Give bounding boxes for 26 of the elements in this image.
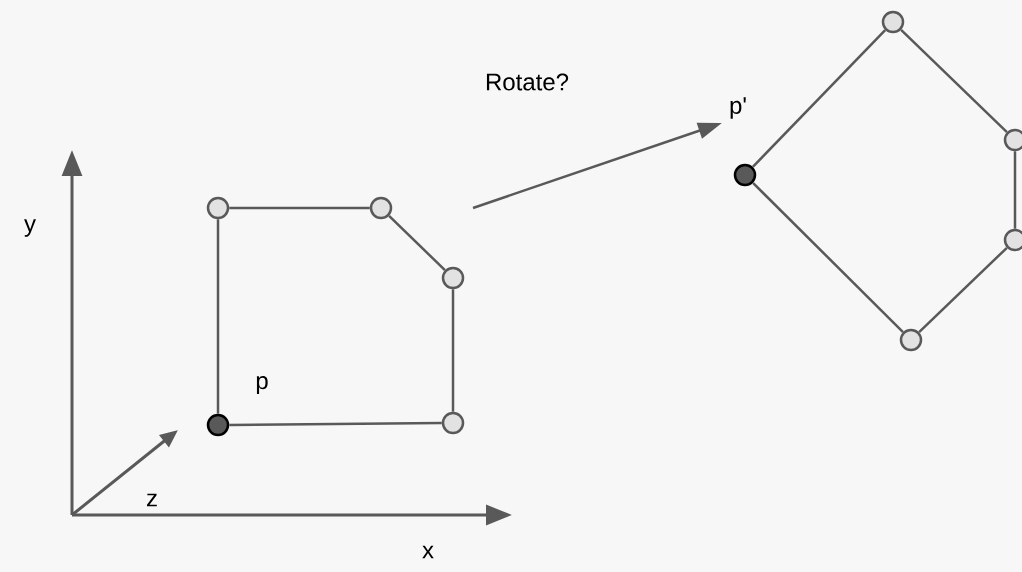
polygon-edge <box>900 28 1008 134</box>
point-label: p' <box>730 97 746 119</box>
polygon-edge <box>216 219 220 414</box>
polygon-edge <box>918 246 1008 334</box>
axis-label: y <box>24 219 36 237</box>
polygon-edge <box>451 289 455 412</box>
vertex-circle <box>206 196 230 220</box>
polygon-edge <box>229 206 370 210</box>
vertex-circle <box>369 196 393 220</box>
polygon-edge <box>1013 151 1017 229</box>
action-label: Rotate? <box>486 73 569 91</box>
axis-label: z <box>147 493 157 507</box>
vertex-circle <box>733 163 757 187</box>
vertex-circle <box>441 266 465 290</box>
vertex-circle <box>1003 228 1022 252</box>
polygon-edge <box>752 182 904 333</box>
polygon-edge <box>229 421 442 427</box>
vertex-circle <box>1003 128 1022 152</box>
vertex-circle <box>441 411 465 435</box>
vertex-circle <box>881 10 905 34</box>
point-label: p <box>256 376 268 394</box>
polygon-edge <box>751 29 887 168</box>
vertex-circle <box>206 413 230 437</box>
axis-label: x <box>422 545 434 559</box>
vertex-circle <box>899 328 923 352</box>
polygon-edge <box>388 214 446 272</box>
